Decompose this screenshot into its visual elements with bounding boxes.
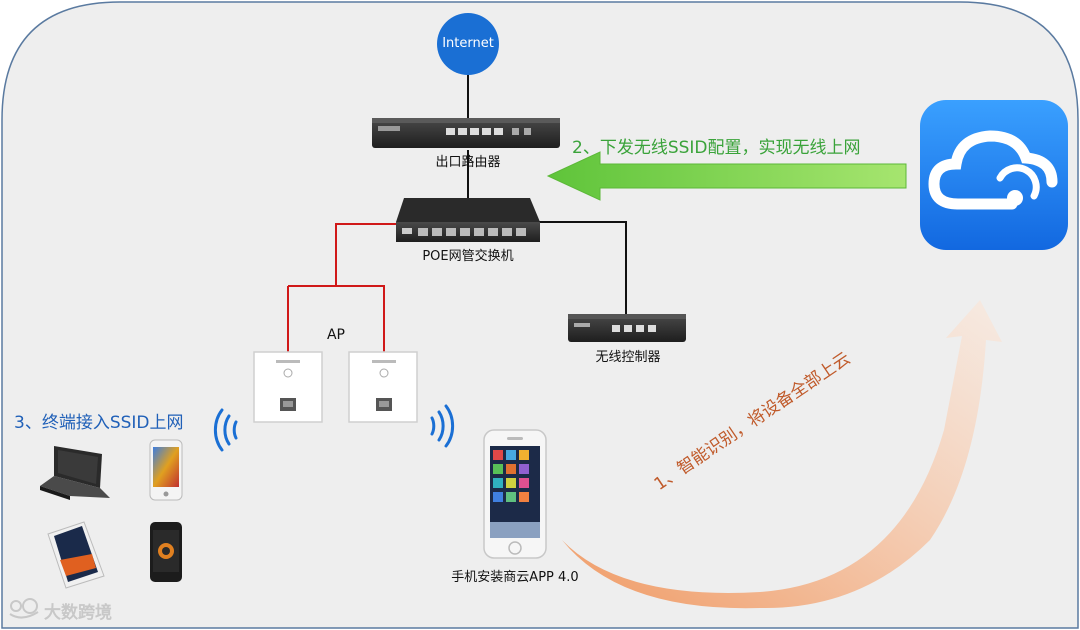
watermark-logo-icon: [9, 598, 39, 619]
smartphone-icon: [483, 429, 547, 559]
internet-label: Internet: [442, 36, 494, 51]
wifi-signal-icon: [430, 404, 455, 448]
poe-switch-device: [396, 198, 540, 242]
ap-panel-1: [253, 351, 323, 423]
phone-app-label: 手机安装商云APP 4.0: [451, 570, 579, 585]
ap-panel-2: [348, 351, 418, 423]
smartphone-icon: [149, 439, 183, 501]
exit-router-device: [372, 118, 560, 148]
poe-link-ap2: [288, 285, 385, 352]
cloud-wifi-app-icon: [920, 100, 1068, 250]
wireless-controller-device: [568, 314, 686, 342]
poe-switch-label: POE网管交换机: [422, 249, 514, 264]
tablet-icon: [47, 521, 105, 589]
watermark-text: 大数跨境: [44, 603, 112, 623]
smartphone-icon: [150, 522, 182, 582]
internet-node: [437, 13, 499, 75]
laptop-icon: [40, 446, 110, 500]
wireless-controller-label: 无线控制器: [595, 350, 661, 365]
poe-link-trunk: [335, 223, 398, 286]
ap-label: AP: [326, 327, 346, 343]
link-switch-controller: [536, 221, 627, 314]
orange-cloud-arrow: [562, 300, 1002, 609]
exit-router-label: 出口路由器: [435, 155, 501, 170]
green-config-arrow: [546, 151, 907, 201]
step2-label: 2、下发无线SSID配置，实现无线上网: [572, 138, 861, 158]
wifi-signal-icon: [213, 408, 238, 452]
step3-label: 3、终端接入SSID上网: [14, 413, 184, 433]
